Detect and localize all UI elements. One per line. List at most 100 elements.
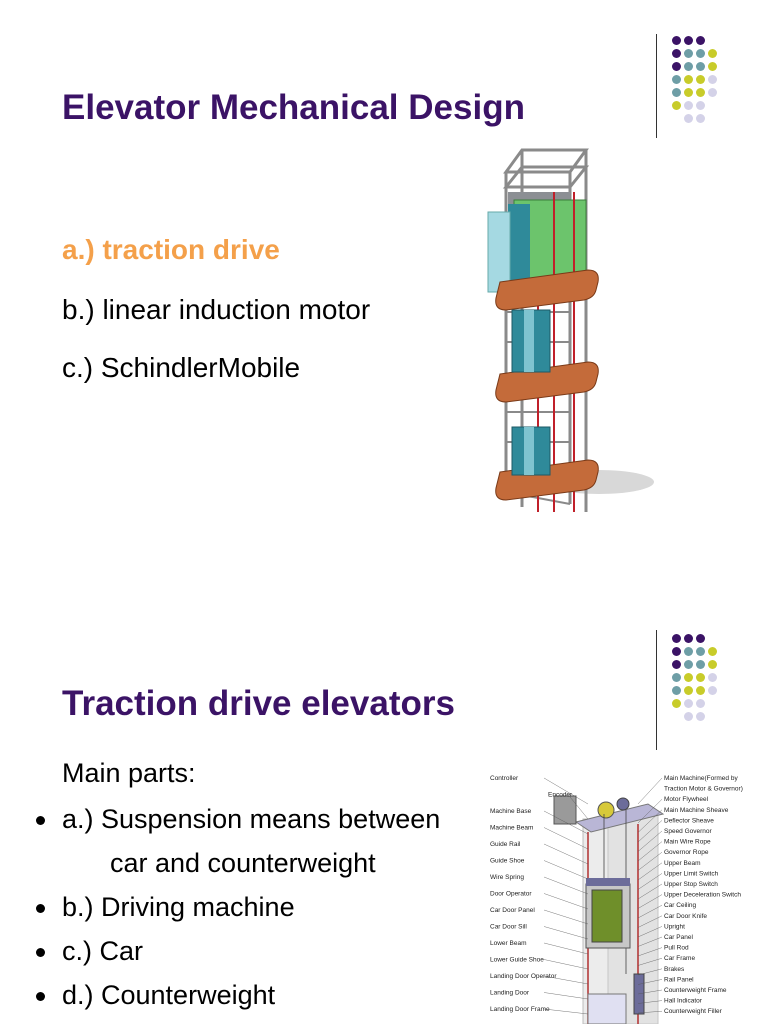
- bullet-dot: [36, 992, 45, 1001]
- diagram-leader-line: [543, 909, 589, 925]
- decorative-dot: [684, 75, 693, 84]
- list-item-linear-induction-motor: b.) linear induction motor: [62, 294, 371, 325]
- diagram-left-label: Encoder: [548, 792, 573, 799]
- diagram-leader-line: [637, 841, 663, 862]
- decorative-dot: [696, 36, 705, 45]
- diagram-right-label: Car Ceiling: [664, 902, 697, 909]
- decorative-dot: [696, 712, 705, 721]
- diagram-left-label: Wire Spring: [490, 874, 524, 881]
- slide-traction-drive-elevators: Traction drive elevators Main parts: a.)…: [0, 512, 768, 1024]
- decorative-dot: [696, 49, 705, 58]
- diagram-leader-line: [543, 860, 589, 880]
- diagram-right-label: Traction Motor & Governor): [664, 786, 743, 793]
- diagram-left-label: Landing Door: [490, 990, 530, 997]
- bullet-label: c.) Car: [62, 936, 143, 966]
- diagram-leader-line: [637, 862, 663, 881]
- decorative-dot: [672, 49, 681, 58]
- decorative-dot: [684, 88, 693, 97]
- decorative-dot-grid: [668, 630, 748, 740]
- decorative-dot: [672, 699, 681, 708]
- diagram-right-label: Upper Deceleration Switch: [664, 892, 741, 899]
- decorative-dot: [684, 101, 693, 110]
- diagram-right-label: Pull Rod: [664, 945, 689, 952]
- diagram-right-label: Upper Limit Switch: [664, 870, 719, 877]
- bullet-dot: [36, 904, 45, 913]
- diagram-leader-line: [543, 876, 589, 895]
- diagram-left-label: Machine Beam: [490, 825, 533, 832]
- diagram-leader-line: [637, 1000, 663, 1004]
- decorative-dot: [708, 686, 717, 695]
- diagram-left-label: Landing Door Frame: [490, 1006, 550, 1013]
- diagram-right-label: Car Door Knife: [664, 913, 707, 920]
- decorative-dot: [696, 634, 705, 643]
- decorative-dot: [708, 673, 717, 682]
- diagram-leader-line: [543, 992, 589, 1000]
- diagram-leader-line: [637, 947, 663, 957]
- diagram-right-label: Main Machine Sheave: [664, 807, 729, 814]
- diagram-leader-line: [637, 777, 663, 805]
- decorative-dot: [696, 647, 705, 656]
- list-item-schindlermobile: c.) SchindlerMobile: [62, 352, 301, 383]
- diagram-leader-line: [543, 827, 589, 850]
- diagram-leader-line: [637, 958, 663, 966]
- diagram-leader-line: [637, 989, 663, 995]
- diagram-left-label: Lower Guide Shoe: [490, 957, 544, 964]
- intro-label: Main parts:: [62, 758, 196, 788]
- diagram-leader-line: [637, 915, 663, 928]
- decorative-dot: [672, 36, 681, 45]
- diagram-right-label: Main Machine(Formed by: [664, 775, 738, 782]
- bullet-label: b.) Driving machine: [62, 892, 295, 922]
- decorative-dot: [684, 62, 693, 71]
- diagram-left-label: Machine Base: [490, 808, 532, 815]
- diagram-leader-line: [637, 809, 663, 833]
- diagram-right-label: Upper Stop Switch: [664, 881, 718, 888]
- diagram-leader-line: [637, 883, 663, 900]
- decorative-dot: [672, 634, 681, 643]
- diagram-left-label: Landing Door Operator: [490, 973, 557, 980]
- slide-title: Traction drive elevators: [62, 684, 455, 723]
- decorative-dot: [684, 36, 693, 45]
- list-item-traction-drive: a.) traction drive: [62, 234, 280, 265]
- diagram-leader-line: [543, 777, 589, 805]
- diagram-leader-line: [637, 852, 663, 871]
- diagram-leader-line: [637, 936, 663, 947]
- diagram-left-label: Car Door Sill: [490, 924, 527, 931]
- diagram-leader-line: [637, 905, 663, 919]
- diagram-leader-line: [637, 1011, 663, 1014]
- bullet-label: a.) Suspension means between: [62, 804, 441, 834]
- decorative-dot: [696, 699, 705, 708]
- diagram-left-label: Lower Beam: [490, 940, 527, 947]
- diagram-leader-line: [637, 894, 663, 909]
- bullet-dot: [36, 816, 45, 825]
- diagram-leader-line: [543, 975, 589, 985]
- diagram-left-label: Door Operator: [490, 891, 532, 898]
- diagram-leader-line: [543, 959, 589, 970]
- diagram-leader-line: [637, 926, 663, 938]
- diagram-right-label: Upper Beam: [664, 860, 701, 867]
- diagram-left-label: Guide Shoe: [490, 858, 525, 865]
- decorative-dot: [696, 660, 705, 669]
- decorative-dot: [684, 647, 693, 656]
- decorative-dot: [684, 114, 693, 123]
- decorative-dot: [708, 88, 717, 97]
- diagram-right-label: Car Panel: [664, 934, 693, 941]
- slide-title: Elevator Mechanical Design: [62, 88, 525, 127]
- diagram-right-label: Main Wire Rope: [664, 839, 711, 846]
- decorative-dot: [672, 686, 681, 695]
- diagram-right-label: Speed Governor: [664, 828, 713, 835]
- diagram-leader-line: [543, 1008, 589, 1015]
- decorative-dot: [672, 62, 681, 71]
- decorative-dot: [708, 647, 717, 656]
- decorative-dot: [708, 75, 717, 84]
- diagram-leader-line: [543, 926, 589, 940]
- diagram-leader-line: [637, 979, 663, 985]
- diagram-right-label: Counterweight Filler: [664, 1008, 723, 1015]
- decorative-dot: [696, 686, 705, 695]
- diagram-leader-line: [637, 830, 663, 852]
- diagram-leader-line: [567, 794, 589, 820]
- decorative-dot: [672, 75, 681, 84]
- decorative-dot: [672, 101, 681, 110]
- diagram-leader-line: [637, 873, 663, 890]
- decorative-dot: [696, 62, 705, 71]
